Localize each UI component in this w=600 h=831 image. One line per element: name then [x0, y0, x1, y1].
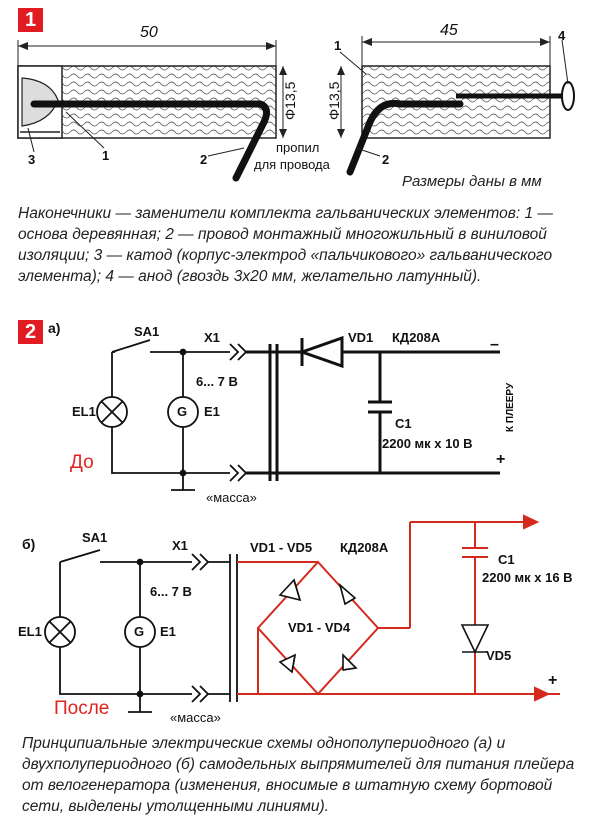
b-bridge-label: VD1 - VD4 — [288, 620, 351, 635]
a-c1-value: 2200 мк х 10 В — [382, 436, 473, 451]
left-tip-drawing — [17, 40, 287, 182]
dim-left-length: 50 — [140, 24, 158, 41]
b-el1: EL1 — [18, 624, 42, 639]
figure-1-caption: Наконечники — заменители комплекта гальв… — [18, 205, 553, 285]
circuit-b — [44, 549, 238, 713]
b-after-tag: После — [54, 698, 110, 719]
b-vd5: VD5 — [486, 648, 512, 663]
cut-label-line1: пропил — [276, 140, 320, 155]
label-2-left: 2 — [200, 152, 208, 167]
b-voltage: 6... 7 В — [150, 584, 192, 599]
label-3: 3 — [28, 152, 36, 167]
cut-label-line2: для провода — [254, 157, 330, 172]
figure-2-caption: Принципиальные электрические схемы одноп… — [22, 735, 575, 815]
figure-1-badge: 1 — [18, 8, 43, 32]
a-x1: X1 — [204, 330, 220, 345]
circuit-b-modifications — [237, 514, 560, 702]
a-vd1: VD1 — [348, 330, 374, 345]
label-1-left: 1 — [102, 148, 110, 163]
right-tip-drawing — [337, 36, 575, 176]
label-2-right: 2 — [382, 152, 390, 167]
b-diode-type: КД208А — [340, 540, 389, 555]
circuit-b-label: б) — [22, 536, 36, 552]
label-1-right: 1 — [334, 38, 342, 53]
figure-2-badge: 2 — [18, 320, 43, 344]
b-x1: X1 — [172, 538, 188, 553]
b-vd-range: VD1 - VD5 — [250, 540, 313, 555]
circuit-a — [96, 335, 500, 491]
a-e1: E1 — [204, 404, 220, 419]
dia-right: Φ13,5 — [326, 81, 342, 120]
bridge-diodes — [278, 578, 490, 674]
b-e1: E1 — [160, 624, 176, 639]
b-plus: + — [548, 672, 558, 689]
b-c1: C1 — [498, 552, 515, 567]
dim-right-length: 45 — [440, 22, 458, 39]
a-c1: C1 — [395, 416, 412, 431]
circuit-a-label: а) — [48, 320, 61, 336]
b-c1-value: 2200 мк х 16 В — [482, 570, 573, 585]
units-note: Размеры даны в мм — [402, 173, 542, 190]
a-sa1: SA1 — [134, 324, 160, 339]
a-minus: – — [490, 336, 499, 353]
a-voltage: 6... 7 В — [196, 374, 238, 389]
b-ground: «масса» — [170, 710, 221, 725]
a-before-tag: До — [70, 452, 94, 473]
a-el1: EL1 — [72, 404, 96, 419]
a-plus: + — [496, 451, 506, 468]
a-ground: «масса» — [206, 490, 257, 505]
label-4: 4 — [558, 28, 566, 43]
b-g: G — [134, 624, 145, 639]
b-sa1: SA1 — [82, 530, 108, 545]
a-to-player: К ПЛЕЕРУ — [505, 382, 516, 432]
a-diode-type: КД208А — [392, 330, 441, 345]
a-g: G — [177, 404, 188, 419]
dia-left: Φ13,5 — [282, 81, 298, 120]
